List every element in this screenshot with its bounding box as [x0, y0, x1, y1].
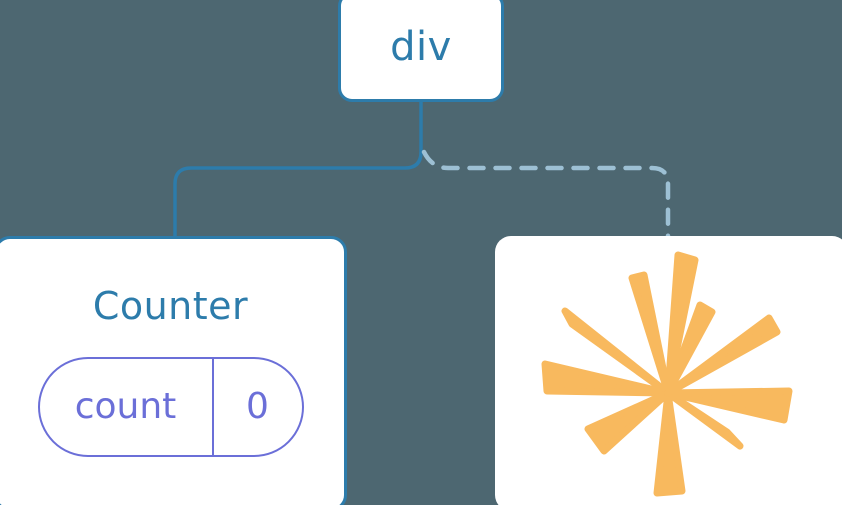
node-counter[interactable]: Counter count 0 — [0, 236, 347, 505]
ray-nne — [664, 301, 716, 397]
node-div-label: div — [390, 24, 452, 70]
ray-s — [653, 389, 686, 497]
connector-root-to-counter — [173, 100, 423, 242]
node-burst[interactable] — [495, 236, 842, 505]
ray-n — [664, 251, 699, 397]
ray-nnw — [628, 271, 672, 397]
state-pill-value: 0 — [246, 386, 269, 427]
state-pill-key: count — [74, 386, 177, 427]
node-div[interactable]: div — [338, 0, 504, 102]
ray-sw — [584, 389, 672, 455]
connector-root-to-burst — [421, 149, 671, 243]
ray-nw — [561, 307, 672, 397]
sparkle-burst-icon — [541, 251, 793, 497]
ray-sse — [664, 389, 744, 450]
node-counter-label: Counter — [92, 284, 249, 328]
node-counter-body: Counter count 0 — [0, 239, 344, 505]
state-pill-key-cell: count — [40, 359, 214, 455]
ray-e — [664, 387, 793, 424]
state-pill-value-cell: 0 — [214, 359, 302, 455]
ray-wnw — [541, 360, 672, 397]
ray-ene — [664, 314, 781, 397]
state-pill-count[interactable]: count 0 — [37, 357, 304, 457]
